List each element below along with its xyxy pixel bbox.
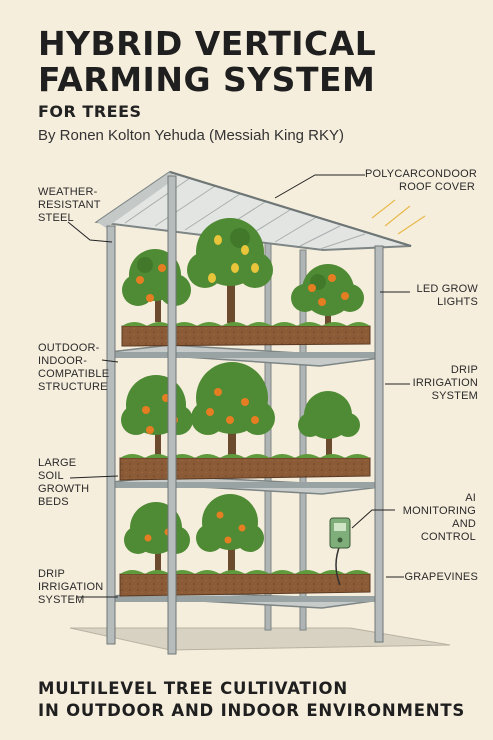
shelf-level-1 bbox=[109, 344, 381, 367]
label-led-grow-lights: LED GROW LIGHTS bbox=[416, 283, 478, 308]
bottom-caption-line-2: IN OUTDOOR AND INDOOR ENVIRONMENTS bbox=[38, 701, 466, 720]
label-drip-irrigation-bottom: DRIP IRRIGATION SYSTEM bbox=[38, 568, 104, 606]
author-credit: By Ronen Kolton Yehuda (Messiah King RKY… bbox=[38, 127, 345, 144]
label-grapevines: GRAPEVINES bbox=[404, 571, 478, 583]
floor-slab bbox=[69, 627, 451, 651]
soil-bed-tier-2 bbox=[119, 454, 371, 481]
front-posts bbox=[106, 175, 384, 655]
ai-control-box bbox=[329, 517, 351, 586]
label-weather-resistant-steel: WEATHER-RESISTANT STEEL bbox=[38, 186, 101, 224]
label-ai-monitoring: AI MONITORING AND CONTROL bbox=[402, 492, 476, 543]
subtitle: FOR TREES bbox=[38, 102, 142, 121]
label-roof-cover: POLYCARCONDOOR ROOF COVER bbox=[365, 168, 477, 193]
soil-bed-tier-1 bbox=[121, 322, 371, 347]
title-line-1: HYBRID VERTICAL bbox=[38, 24, 377, 63]
tree-tier-3 bbox=[124, 494, 264, 574]
sun-rays-icon bbox=[371, 199, 426, 235]
label-outdoor-indoor-structure: OUTDOOR-INDOOR-COMPATIBLE STRUCTURE bbox=[38, 342, 110, 393]
page-title: HYBRID VERTICAL FARMING SYSTEM bbox=[38, 26, 376, 98]
bottom-caption: MULTILEVEL TREE CULTIVATION IN OUTDOOR A… bbox=[38, 678, 465, 722]
lemons bbox=[208, 235, 259, 283]
tree-tier-2 bbox=[121, 362, 360, 458]
label-drip-irrigation-top: DRIP IRRIGATION SYSTEM bbox=[412, 364, 478, 402]
leader-lines bbox=[67, 174, 410, 598]
soil-bed-tier-3 bbox=[119, 570, 371, 597]
tree-tier-1 bbox=[122, 218, 364, 324]
bottom-caption-line-1: MULTILEVEL TREE CULTIVATION bbox=[38, 679, 348, 698]
title-line-2: FARMING SYSTEM bbox=[38, 60, 376, 99]
label-large-soil-beds: LARGE SOIL GROWTH BEDS bbox=[38, 457, 90, 508]
